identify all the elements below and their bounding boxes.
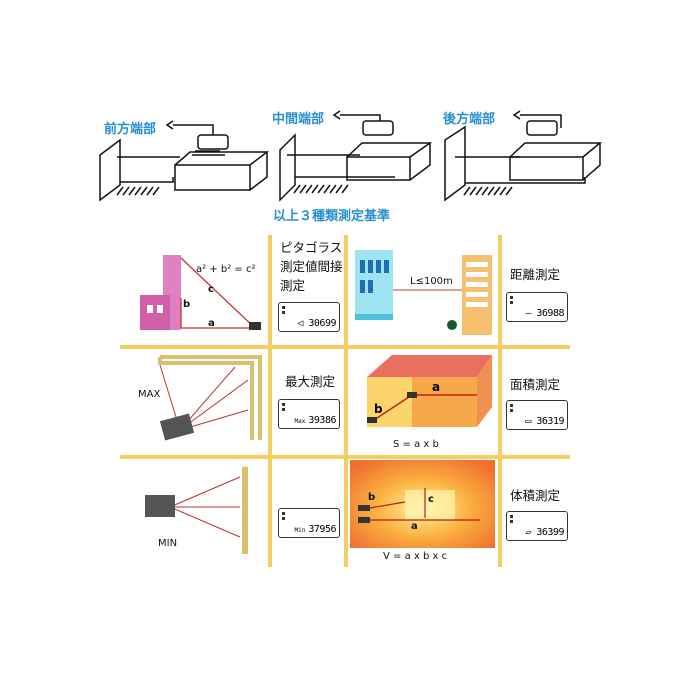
volume-side-b: b (368, 492, 376, 503)
distance-label: 距離測定 (510, 267, 561, 282)
lcd-value: ▭ 36319 (525, 416, 564, 427)
volume-side-c: c (428, 494, 434, 505)
rear-end-label: 後方端部 (443, 112, 496, 127)
lcd-indicator (282, 403, 285, 411)
lcd-value: 37956 (308, 524, 336, 535)
range-label: L≤100m (410, 276, 453, 287)
side-a-label: a (208, 318, 215, 329)
volume-illustration (350, 460, 495, 548)
distance-lcd: – 36988 (506, 292, 568, 322)
pythagoras-lcd: ◁ 30699 (278, 302, 340, 332)
min-illustration (145, 467, 248, 554)
volume-label: 体積測定 (510, 488, 561, 503)
lcd-indicator (510, 515, 513, 523)
reference-point-diagrams (99, 110, 603, 202)
area-formula: S = a x b (393, 439, 439, 450)
label-line: 測定値間接 (280, 259, 343, 274)
area-illustration (367, 355, 492, 427)
pythagoras-illustration (140, 255, 261, 330)
area-side-b: b (374, 402, 383, 416)
grid-line (120, 455, 570, 459)
area-lcd: ▭ 36319 (506, 400, 568, 430)
area-side-a: a (432, 380, 441, 394)
pythagoras-formula: a² + b² = c² (196, 264, 256, 275)
lcd-indicator (510, 404, 513, 412)
lcd-value: ◁ 30699 (297, 318, 336, 329)
volume-lcd: ▱ 36399 (506, 511, 568, 541)
min-tag: MIN (158, 538, 178, 549)
volume-formula: V = a x b x c (383, 551, 448, 562)
lcd-value: 39386 (308, 415, 336, 426)
max-label: 最大測定 (285, 374, 336, 389)
reference-caption: 以上３種類測定基準 (273, 209, 391, 224)
max-tag: MAX (138, 389, 161, 400)
lcd-prefix: Max (294, 418, 306, 425)
max-illustration (158, 355, 262, 441)
distance-illustration (355, 250, 492, 335)
middle-end-label: 中間端部 (272, 112, 325, 127)
pythagoras-label: ピタゴラス 測定値間接 測定 (280, 238, 343, 295)
lcd-value: – 36988 (525, 308, 564, 319)
lcd-indicator (282, 306, 285, 314)
lcd-indicator (510, 296, 513, 304)
lcd-indicator (282, 512, 285, 520)
lcd-prefix: Min (294, 527, 306, 534)
label-line: ピタゴラス (280, 240, 343, 255)
label-line: 測定 (280, 278, 306, 293)
grid-line (344, 235, 348, 567)
grid-line (268, 235, 272, 567)
side-c-label: c (208, 284, 214, 295)
lcd-value: ▱ 36399 (525, 527, 564, 538)
volume-side-a: a (411, 521, 418, 532)
grid-line (120, 345, 570, 349)
side-b-label: b (183, 299, 191, 310)
grid-line (498, 235, 502, 567)
area-label: 面積測定 (510, 377, 561, 392)
front-end-label: 前方端部 (104, 122, 157, 137)
